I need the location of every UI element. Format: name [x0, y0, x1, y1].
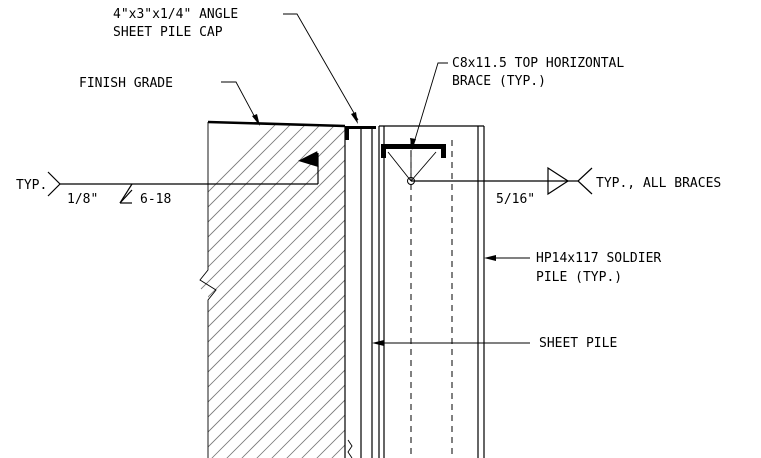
- hatch-line: [570, 120, 761, 458]
- hatch-line: [209, 122, 345, 458]
- hatch-line: [405, 120, 745, 458]
- hatch-line: [284, 122, 345, 458]
- hatch-line: [200, 122, 345, 458]
- weld-symbol-right: [411, 166, 593, 196]
- weld-left-size: 1/8": [67, 192, 98, 207]
- hatch-line: [200, 122, 326, 458]
- hatch-line: [200, 122, 345, 458]
- sheet-pile-label: SHEET PILE: [539, 336, 617, 351]
- hatch-line: [600, 120, 761, 458]
- sheet-pile: [344, 126, 373, 458]
- soldier-pile: [378, 125, 485, 458]
- soldier-pile-leader: [484, 255, 530, 261]
- hatch-line: [420, 120, 760, 458]
- weld-left-pitch: 6-18: [140, 192, 171, 207]
- hatch-line: [200, 122, 345, 458]
- hatch-line: [450, 120, 761, 458]
- angle-cap-label-2: SHEET PILE CAP: [113, 25, 223, 40]
- hatch-line: [200, 122, 345, 458]
- finish-grade-label: FINISH GRADE: [79, 76, 173, 91]
- hatch-line: [585, 120, 761, 458]
- hatch-line: [329, 122, 345, 458]
- finish-grade-leader: [221, 81, 260, 126]
- hatch-line: [375, 120, 715, 458]
- hatch-line: [200, 122, 345, 458]
- finish-grade-line: [207, 120, 346, 128]
- hatch-line: [200, 122, 281, 458]
- hatch-line: [615, 120, 761, 458]
- hatch-line: [555, 120, 761, 458]
- brace-leader: [410, 62, 448, 150]
- hatch-line: [239, 122, 345, 458]
- hatch-line: [200, 122, 345, 458]
- hatch-line: [200, 122, 345, 458]
- hatch-line: [200, 122, 345, 458]
- soldier-pile-label-1: HP14x117 SOLDIER: [536, 251, 661, 266]
- angle-cap: [345, 126, 376, 140]
- hatch-line: [254, 122, 345, 458]
- hatch-line: [540, 120, 761, 458]
- hatch-line: [200, 122, 341, 458]
- hatch-line: [200, 122, 345, 458]
- weld-left-typ: TYP.: [16, 178, 47, 193]
- soldier-pile-label-2: PILE (TYP.): [536, 270, 622, 285]
- brace-label-1: C8x11.5 TOP HORIZONTAL: [452, 56, 624, 71]
- soil-hatch: [200, 120, 761, 458]
- angle-cap-label-1: 4"x3"x1/4" ANGLE: [113, 7, 238, 22]
- hatch-line: [200, 122, 345, 458]
- hatch-line: [525, 120, 761, 458]
- hatch-line: [200, 122, 345, 458]
- sheet-pile-leader: [372, 340, 530, 346]
- hatch-line: [314, 122, 345, 458]
- weld-symbol-left: [47, 151, 319, 204]
- hatch-line: [224, 122, 345, 458]
- hatch-line: [344, 122, 345, 458]
- angle-cap-leader: [283, 13, 359, 124]
- hatch-line: [200, 122, 345, 458]
- soil-boundary: [199, 122, 217, 458]
- hatch-line: [200, 122, 296, 458]
- hatch-line: [465, 120, 761, 458]
- hatch-line: [269, 122, 345, 458]
- hatch-line: [480, 120, 761, 458]
- weld-right-typ: TYP., ALL BRACES: [596, 176, 721, 191]
- hatch-line: [495, 120, 761, 458]
- brace-label-2: BRACE (TYP.): [452, 74, 546, 89]
- weld-right-size: 5/16": [496, 192, 535, 207]
- hatch-line: [390, 120, 730, 458]
- hatch-line: [200, 122, 311, 458]
- c8-brace: [381, 144, 446, 185]
